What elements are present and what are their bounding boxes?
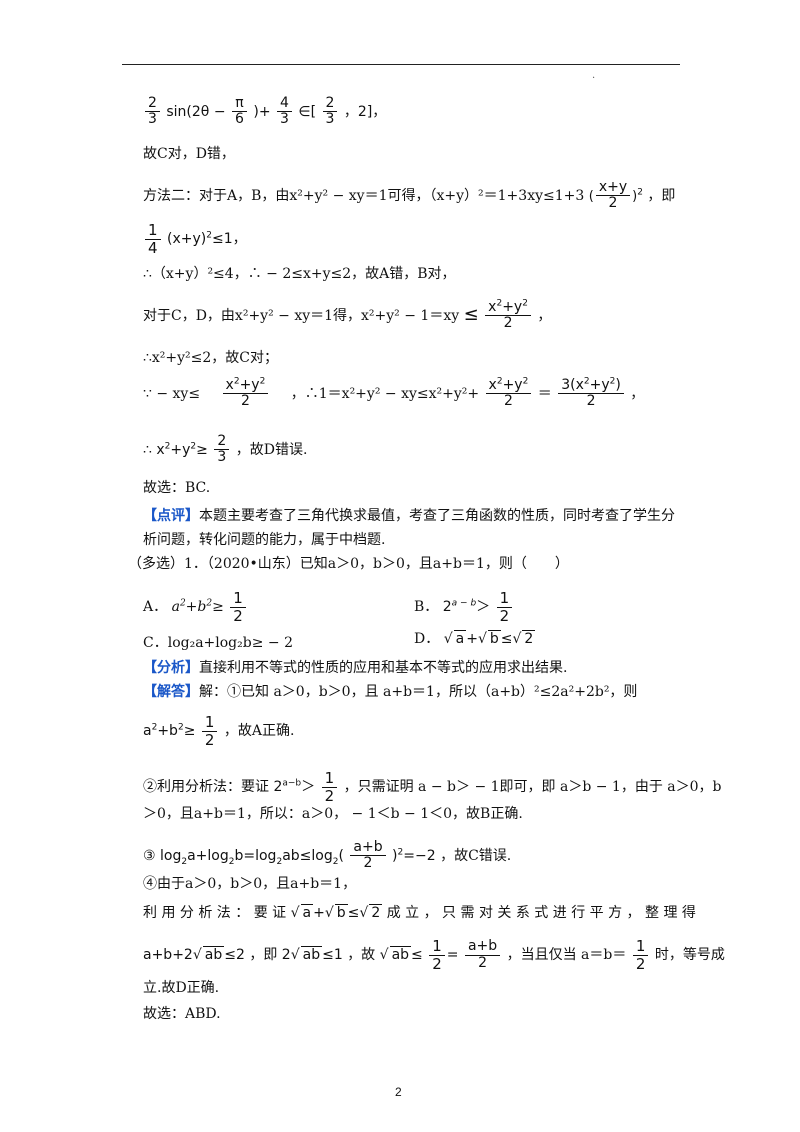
problem-statement: （多选）1．（2020•山东）已知a＞0，b＞0，且a+b＝1，则（ ） — [128, 556, 569, 572]
analysis-tag: 【分析】 — [143, 660, 199, 676]
text-line-2: 故C对，D错， — [143, 146, 235, 162]
page-number: 2 — [395, 1085, 402, 1099]
answer-tag: 【解答】 — [143, 684, 199, 700]
review-line-2: 析问题，转化问题的能力，属于中档题. — [143, 532, 386, 548]
step-2-line-2: ＞0，且a+b＝1，所以：a＞0， − 1＜b − 1＜0，故B正确. — [143, 806, 523, 822]
final-answer: 故选：ABD. — [143, 1006, 221, 1022]
analysis-line: 【分析】直接利用不等式的性质的应用和基本不等式的应用求出结果. — [143, 660, 568, 676]
option-d: D． √a+√b≤√2 — [414, 630, 536, 647]
text-line-3: 方法二：对于A，B，由x²+y² − xy＝1可得，（x+y）²＝1+3xy≤1… — [143, 179, 676, 212]
step-4-line-4: 立.故D正确. — [143, 980, 220, 996]
answer-line-1: 【解答】解：①已知 a＞0，b＞0，且 a+b＝1，所以（a+b）²≤2a²+2… — [143, 684, 638, 700]
header-mark: . — [592, 70, 596, 81]
text-line-4: ∴（x+y）²≤4，∴ − 2≤x+y≤2，故A错，B对， — [143, 266, 456, 282]
text-line-5: 对于C，D，由x²+y² − xy＝1得，x²+y² − 1＝xy ≤ x2+y… — [143, 298, 552, 332]
step-4-line-1: ④由于a＞0，b＞0，且a+b＝1， — [143, 876, 357, 892]
header-rule — [122, 64, 680, 65]
review-tag: 【点评】 — [143, 508, 199, 524]
text-line-6: ∴x²+y²≤2，故C对； — [143, 350, 279, 366]
text-line-9: 故选：BC. — [143, 480, 211, 496]
option-c: C．log₂a+log₂b≥ − 2 — [143, 635, 293, 651]
review-line-1: 【点评】本题主要考查了三角代换求最值，考查了三角函数的性质，同时考查了学生分 — [143, 508, 675, 524]
step-4-line-2: 利 用 分 析 法 ： 要 证 √a+√b≤√2 成 立 ， 只 需 对 关 系… — [143, 904, 696, 921]
